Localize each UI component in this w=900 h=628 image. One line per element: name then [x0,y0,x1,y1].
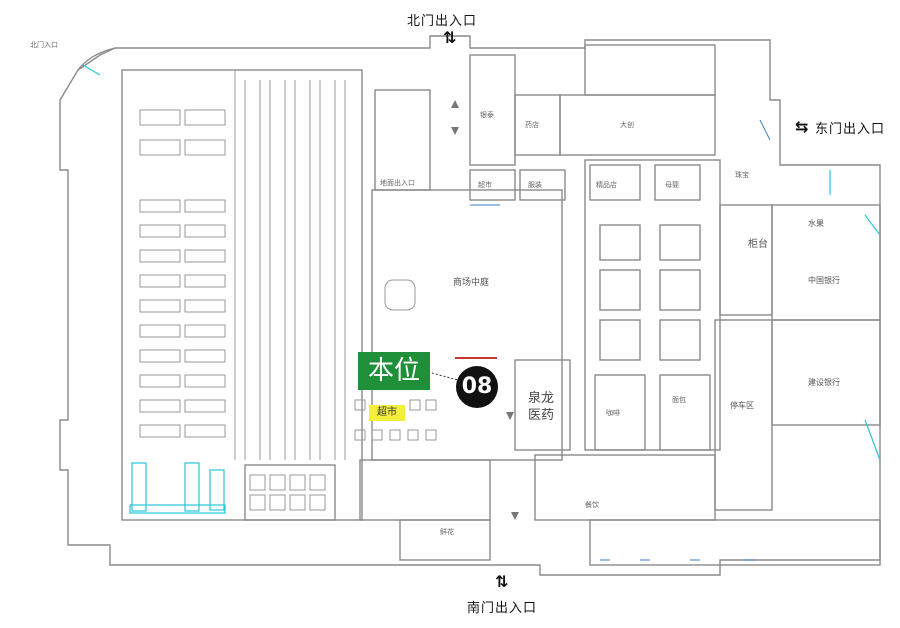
north-entrance-arrows-icon: ⇅ [443,28,457,47]
you-are-here-badge: 本位 [358,352,430,390]
room-label-3: 大创 [620,121,634,129]
supermarket-tag: 超市 [369,405,405,421]
room-label-9: 咖啡 [606,409,620,417]
room-label-10: 面包 [672,396,686,404]
room-label-7: 母婴 [665,181,679,189]
east-room-parking: 停车区 [730,401,754,410]
room-label-11: 鲜花 [440,528,454,536]
pharmacy-label-2: 医药 [528,408,555,423]
north-entrance-label: 北门出入口 [407,14,478,29]
room-label-4: 超市 [478,181,492,189]
room-label-1: 银泰 [480,111,494,119]
north-stair-label: 地面出入口 [380,179,415,187]
building-outline [59,35,881,576]
room-label-8: 珠宝 [735,171,749,179]
supermarket-block [121,69,363,521]
fruit-label: 水果 [808,219,824,228]
atrium-label: 商场中庭 [453,278,490,288]
east-room-counter: 柜台 [748,239,768,250]
bank-label-1: 中国银行 [808,276,840,285]
room-label-5: 服装 [528,181,542,189]
top-left-tag: 北门入口 [30,41,58,49]
south-entrance-arrows-icon: ⇅ [495,572,509,591]
room-label-6: 精品店 [596,181,617,189]
south-entrance-label: 南门出入口 [467,601,538,616]
room-label-12: 餐饮 [585,501,599,509]
location-number-badge: 08 [456,366,498,408]
east-entrance-arrows-icon: ⇆ [795,117,809,136]
room-label-2: 药店 [525,121,539,129]
pharmacy-label-1: 泉龙 [528,391,555,406]
east-entrance-label: 东门出入口 [815,122,886,137]
bank-label-2: 建设银行 [808,378,840,387]
